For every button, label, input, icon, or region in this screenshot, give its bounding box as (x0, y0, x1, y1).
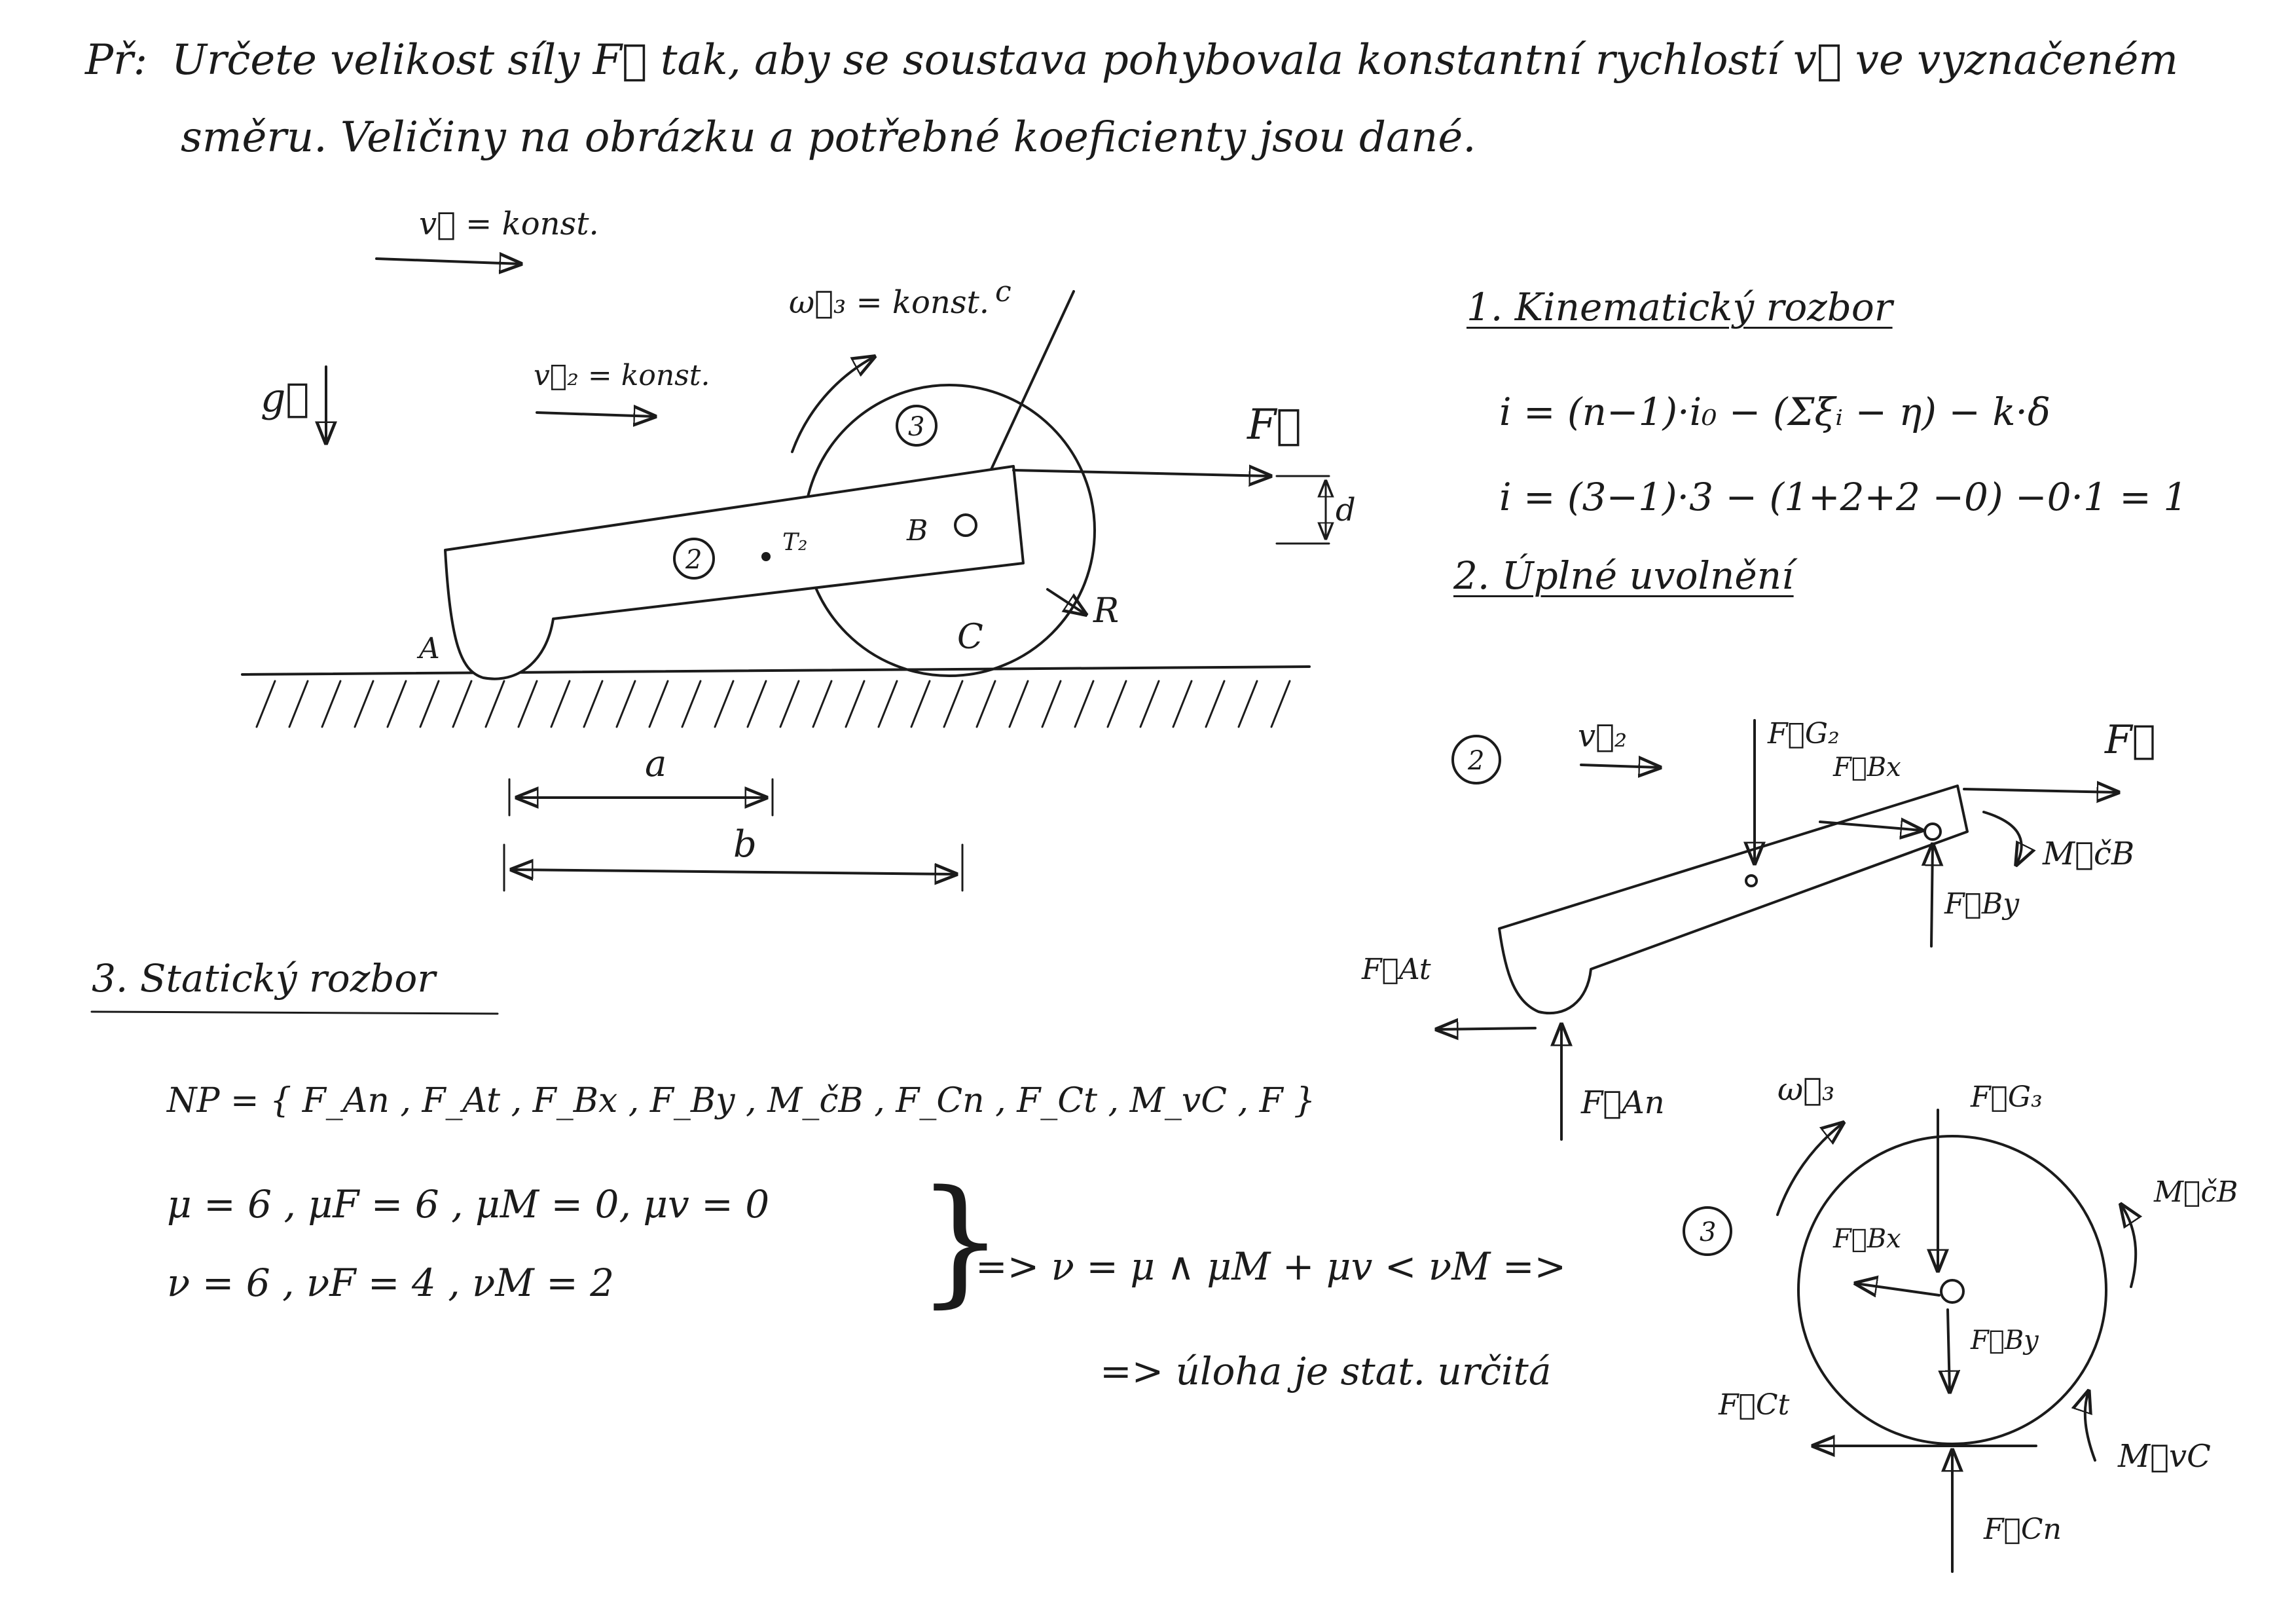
statics-condition: => ν = μ ∧ μM + μv < νM => (975, 1244, 1567, 1289)
label-g: g⃗ (261, 375, 309, 421)
fbd2-mcb-arrow (1982, 811, 2022, 864)
kinematics-formula: i = (n−1)·i₀ − (Σξᵢ − η) − k·δ (1499, 390, 2050, 434)
pin-b (954, 513, 977, 537)
kinematics-computed: i = (3−1)·3 − (1+2+2 −0) −0·1 = 1 (1499, 475, 2188, 519)
label-body3: 3 (908, 412, 924, 442)
centroid-t2 (761, 552, 771, 561)
problem-line-2: směru. Veličiny na obrázku a potřebné ko… (181, 113, 1476, 162)
fbd2-label-fbx: F⃗Bx (1832, 752, 1901, 783)
fbd3-fbx-arrow (1856, 1283, 1941, 1295)
fbd3-label-omega3: ω⃗₃ (1777, 1071, 1834, 1108)
fbd2-label-fby: F⃗By (1944, 887, 2020, 921)
dim-b (512, 870, 956, 874)
fbd3-label-fbx: F⃗Bx (1832, 1224, 1901, 1254)
ground-hatching (255, 680, 1291, 728)
fbd2-tag: 2 (1467, 746, 1484, 776)
label-t2: T₂ (782, 529, 807, 556)
fbd3-pin-b (1940, 1279, 1965, 1304)
label-c: C (957, 618, 983, 657)
fbd3-wheel (1797, 1135, 2107, 1445)
label-r: R (1093, 591, 1119, 631)
body-2-tag-circle (673, 538, 715, 580)
label-f: F⃗ (1247, 401, 1302, 449)
ground-line (241, 665, 1311, 676)
label-dim-a: a (645, 743, 666, 785)
fbd2-centroid (1745, 874, 1758, 887)
label-body2: 2 (685, 545, 702, 575)
statics-heading: 3. Statický rozbor (92, 956, 436, 1001)
fbd2-label-fan: F⃗An (1580, 1084, 1665, 1121)
velocity-v2-arrow (536, 413, 655, 416)
fbd2-label-v2: v⃗₂ (1578, 718, 1627, 754)
velocity-arrow (375, 259, 520, 264)
fbd2-tag-circle (1451, 735, 1501, 784)
fbd2-v2-arrow (1580, 765, 1660, 767)
label-d: d (1336, 492, 1356, 528)
fbd2-pin-b (1923, 822, 1942, 841)
body-2 (444, 465, 1025, 680)
problem-line-1: Určete velikost síly F⃗ tak, aby se sous… (172, 36, 2179, 84)
fbd2-fby-arrow (1931, 845, 1933, 948)
label-point-c-top: c (995, 275, 1011, 308)
fbd2-label-f: F⃗ (2104, 717, 2156, 763)
fbd2-f-arrow (1963, 789, 2118, 792)
fbd3-omega3-arrow (1776, 1123, 1843, 1216)
wheel-3-tag-circle (896, 405, 938, 447)
label-b: B (906, 514, 928, 547)
fbd3-mcb-arrow (2121, 1205, 2136, 1288)
problem-label: Př: (85, 36, 148, 84)
release-heading: 2. Úplné uvolnění (1453, 553, 1794, 598)
fbd2-label-fat: F⃗At (1361, 953, 1431, 986)
fbd3-fby-arrow (1948, 1308, 1950, 1392)
statics-conclusion: => úloha je stat. určitá (1100, 1349, 1552, 1393)
omega3-arrow (791, 357, 874, 453)
statics-mu-line: μ = 6 , μF = 6 , μM = 0, μv = 0 (167, 1182, 770, 1227)
fbd3-label-fby: F⃗By (1970, 1325, 2039, 1356)
label-a: A (416, 632, 440, 665)
fbd2-body (1498, 784, 1969, 1015)
fbd3-label-fcn: F⃗Cn (1983, 1513, 2062, 1546)
statics-nu-line: ν = 6 , νF = 4 , νM = 2 (167, 1261, 615, 1305)
fbd3-label-fg3: F⃗G₃ (1970, 1080, 2043, 1114)
label-v: v⃗ = konst. (419, 206, 599, 242)
statics-brace: } (917, 1160, 1004, 1321)
fbd3-label-mvc: M⃗vC (2117, 1438, 2211, 1475)
fbd2-fbx-arrow (1819, 822, 1922, 830)
fbd2-label-mcb: M⃗čB (2042, 836, 2134, 872)
fbd3-tag: 3 (1700, 1217, 1716, 1247)
kinematics-heading: 1. Kinematický rozbor (1467, 285, 1893, 329)
label-dim-b: b (733, 823, 757, 866)
fbd3-label-fct: F⃗Ct (1718, 1388, 1790, 1422)
fbd3-mvc-arrow (2085, 1392, 2096, 1462)
label-v2: v⃗₂ = konst. (534, 359, 710, 392)
force-f-arrow (1012, 470, 1270, 476)
label-omega3: ω⃗₃ = konst. (789, 284, 989, 321)
fbd2-label-fg2: F⃗G₂ (1767, 717, 1840, 750)
statics-unknowns: NP = { F_An , F_At , F_Bx , F_By , M_čB … (167, 1081, 1316, 1120)
fbd3-label-mcb: M⃗čB (2153, 1175, 2238, 1209)
fbd2-fat-arrow (1437, 1028, 1537, 1029)
fbd3-tag-circle (1683, 1206, 1732, 1256)
radius-arrow (1046, 588, 1085, 614)
